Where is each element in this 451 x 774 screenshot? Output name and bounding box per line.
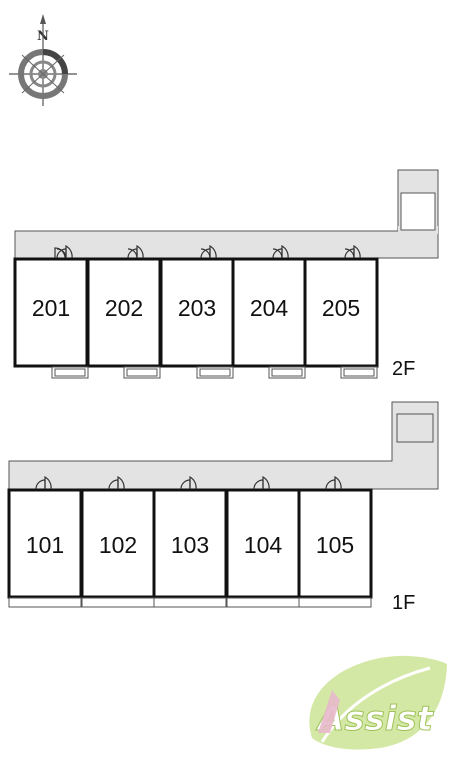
room-number: 102	[99, 532, 137, 558]
floor-label-2f: 2F	[392, 358, 415, 380]
assist-leaf-logo: Assist	[309, 655, 447, 750]
floor-1f: 101 102 103 104 105	[7, 401, 439, 614]
room-205: 205	[303, 257, 379, 368]
room-104: 104	[225, 488, 301, 599]
room-number: 203	[178, 295, 216, 321]
room-number: 104	[244, 532, 283, 558]
corridor-2f	[14, 169, 439, 259]
room-number: 101	[26, 532, 64, 558]
room-105: 105	[297, 488, 373, 599]
compass: N	[9, 14, 77, 106]
room-number: 202	[105, 295, 143, 321]
room-101: 101	[7, 488, 83, 599]
terraces-1f	[8, 597, 372, 608]
room-number: 201	[32, 295, 70, 321]
doors-2f	[54, 244, 361, 259]
room-103: 103	[152, 488, 228, 599]
room-102: 102	[80, 488, 156, 599]
room-202: 202	[86, 257, 162, 368]
floor-2f: 201 202 203 204 205	[13, 169, 439, 380]
room-201: 201	[13, 257, 89, 368]
room-number: 105	[316, 532, 354, 558]
floor-label-1f: 1F	[392, 592, 415, 614]
room-204: 204	[231, 257, 307, 368]
room-number: 103	[171, 532, 209, 558]
room-203: 203	[159, 257, 235, 368]
room-number: 204	[250, 295, 289, 321]
doors-1f	[35, 475, 342, 490]
compass-rose-icon	[9, 14, 77, 106]
balconies-2f	[51, 366, 378, 379]
corridor-1f	[8, 401, 439, 490]
room-number: 205	[322, 295, 360, 321]
